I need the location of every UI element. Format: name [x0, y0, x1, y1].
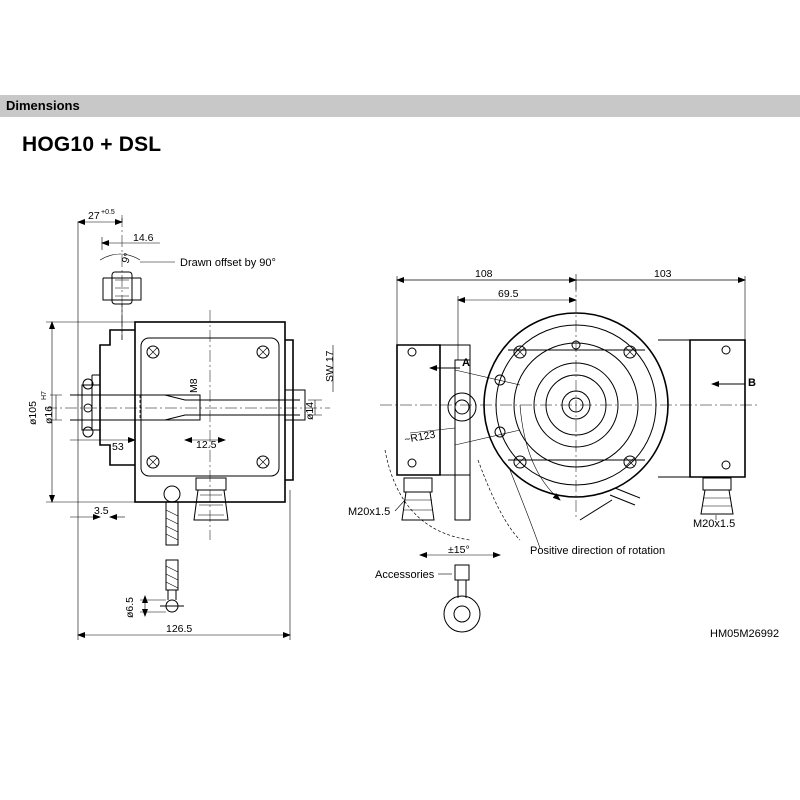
cable-gland: [193, 477, 229, 521]
dim-14: ø14: [304, 402, 316, 420]
accessories-label: Accessories: [375, 569, 435, 581]
earth-strap: [160, 485, 184, 613]
drawn-offset-label: Drawn offset by 90°: [180, 257, 276, 269]
dim-6-5: ø6.5: [124, 597, 136, 618]
front-cable-glands: [401, 477, 734, 521]
label-m20-right: M20x1.5: [693, 518, 735, 530]
dim-16: ø16: [43, 406, 55, 424]
dim-126-5: 126.5: [166, 623, 192, 635]
dim-m8: M8: [188, 378, 200, 393]
dim-27: 27: [88, 210, 100, 222]
dim-r123: ~R123: [403, 429, 436, 446]
accessory-part: [443, 564, 481, 633]
product-title: HOG10 + DSL: [22, 133, 162, 156]
dim-14-6: 14.6: [133, 232, 154, 244]
rotation-label: Positive direction of rotation: [530, 545, 665, 557]
dim-3-5: 3.5: [94, 505, 109, 517]
top-clamp: [99, 253, 142, 340]
dim-sw17: SW 17: [324, 350, 336, 382]
side-view: 27 +0.5 14.6 9° Drawn offset by 90° ø105…: [27, 209, 336, 640]
drawing-number: HM05M26992: [710, 628, 779, 640]
dim-108: 108: [475, 268, 493, 280]
front-view: 108 103 69.5 ~R123 M20x1.5 M20x1.5 ±15° …: [348, 268, 779, 640]
label-m20-left: M20x1.5: [348, 506, 390, 518]
dim-12-5: 12.5: [196, 439, 217, 451]
right-terminal-box: [689, 339, 746, 478]
dim-103: 103: [654, 268, 672, 280]
left-terminal-box: [396, 344, 441, 476]
dim-16-tolerance: H7: [41, 391, 48, 400]
dim-105: ø105: [27, 401, 39, 425]
cover-screws: [146, 345, 270, 469]
view-b-label: B: [748, 377, 756, 389]
section-title: Dimensions: [6, 98, 80, 113]
dim-pm15: ±15°: [448, 544, 470, 556]
dim-27-tolerance: +0.5: [101, 209, 115, 216]
dim-53: 53: [112, 441, 124, 453]
view-a-label: A: [462, 357, 470, 369]
dim-69-5: 69.5: [498, 288, 519, 300]
torque-arm: [447, 359, 521, 521]
section-header-bar: Dimensions: [0, 95, 800, 117]
dim-9-deg: 9°: [120, 251, 135, 265]
front-screws: [494, 340, 637, 469]
